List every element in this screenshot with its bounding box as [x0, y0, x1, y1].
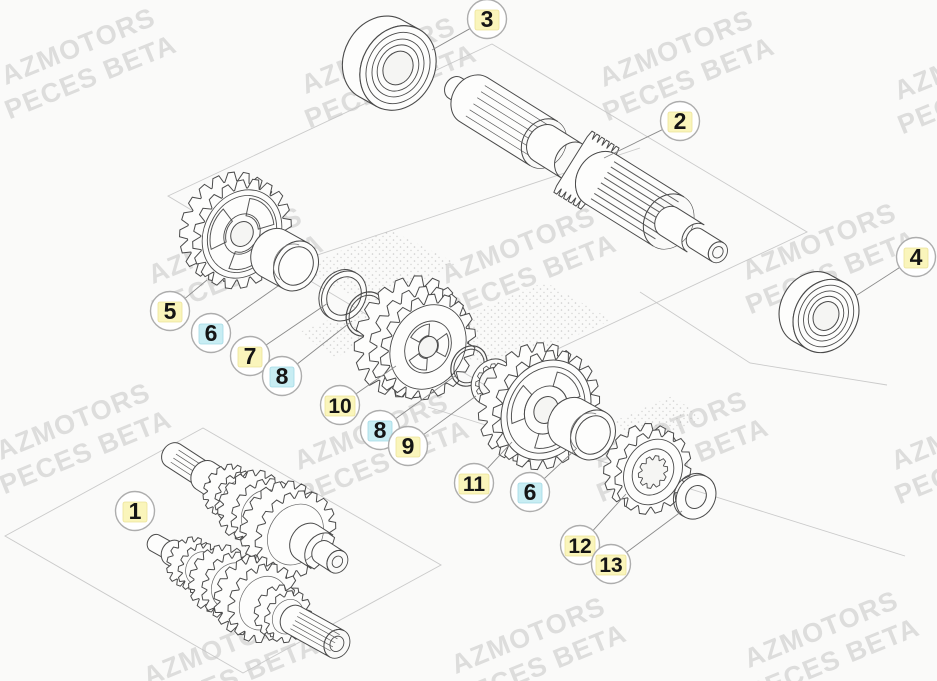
callout-8-snap-ring-8a[interactable]: 8	[261, 355, 303, 397]
callout-highlight	[595, 554, 627, 576]
callout-12-gear-12[interactable]: 12	[559, 524, 601, 566]
callout-number: 8	[276, 363, 289, 389]
callout-highlight	[367, 420, 393, 442]
callout-highlight	[269, 366, 295, 388]
callout-5-gear-5[interactable]: 5	[149, 290, 191, 332]
leader-line-4	[856, 267, 900, 296]
callout-highlight	[517, 482, 543, 504]
callout-number: 4	[910, 244, 923, 270]
callout-highlight	[324, 395, 356, 417]
callout-number: 6	[205, 320, 218, 346]
part-main-shaft[interactable]	[428, 52, 745, 287]
callout-6-bushing-6b[interactable]: 6	[509, 471, 551, 513]
callout-highlight	[122, 501, 148, 523]
callout-number: 9	[402, 433, 415, 459]
callout-13-washer-13[interactable]: 13	[590, 543, 632, 585]
leader-line-5	[185, 279, 208, 299]
callout-3-ball-bearing-upper[interactable]: 3	[466, 0, 508, 40]
leader-line-11	[487, 441, 513, 469]
callout-number: 7	[244, 343, 257, 369]
callout-highlight	[157, 301, 183, 323]
part-washer-13[interactable]	[666, 466, 724, 526]
callout-1-gearbox-assembly[interactable]: 1	[114, 490, 156, 532]
svg-text:AZMOTORS: AZMOTORS	[887, 387, 937, 476]
callout-number: 6	[524, 479, 537, 505]
parts-artwork	[129, 2, 871, 681]
callout-number: 12	[568, 535, 591, 558]
callout-highlight	[458, 473, 490, 495]
part-bushing-6b[interactable]	[539, 389, 624, 468]
part-snap-ring-8b[interactable]	[444, 339, 493, 391]
leader-line-8	[297, 320, 353, 364]
part-assembly-lower-shaft[interactable]	[129, 504, 368, 681]
part-bushing-6a[interactable]	[242, 220, 327, 299]
callout-2-main-shaft[interactable]: 2	[659, 100, 701, 142]
callout-7-washer-7[interactable]: 7	[229, 335, 271, 377]
callout-highlight	[564, 535, 596, 557]
svg-text:AZMOTORS: AZMOTORS	[890, 17, 937, 106]
callout-11-gear-11[interactable]: 11	[453, 462, 495, 504]
callout-highlight	[198, 323, 224, 345]
callout-highlight	[667, 111, 693, 133]
callout-number: 11	[463, 473, 486, 496]
part-ball-bearing-right[interactable]	[766, 260, 871, 364]
callout-4-ball-bearing-right[interactable]: 4	[895, 236, 937, 278]
callout-number: 5	[164, 298, 177, 324]
callout-highlight	[903, 247, 929, 269]
callout-9-lock-washer-9[interactable]: 9	[387, 425, 429, 467]
leader-line-7	[266, 302, 329, 346]
callout-highlight	[237, 346, 263, 368]
callout-number: 2	[674, 108, 687, 134]
leader-line-6	[227, 285, 279, 322]
leader-line-12	[593, 493, 627, 531]
callout-number: 13	[599, 554, 622, 577]
callout-number: 1	[129, 498, 142, 524]
leader-line-3	[431, 28, 470, 51]
part-ball-bearing-upper[interactable]	[328, 2, 451, 124]
callout-number: 8	[374, 417, 387, 443]
leader-line-2	[603, 129, 663, 159]
part-assembly-upper-shaft[interactable]	[139, 411, 371, 606]
callout-highlight	[474, 9, 500, 31]
leader-line-8	[395, 375, 456, 419]
callout-number: 3	[481, 6, 494, 32]
callout-6-bushing-6a[interactable]: 6	[190, 312, 232, 354]
leader-line-10	[356, 365, 397, 394]
callout-leaders	[185, 28, 900, 553]
leader-line-9	[423, 395, 477, 435]
callout-highlight	[395, 436, 421, 458]
leader-line-6	[544, 448, 577, 479]
leader-line-13	[626, 510, 683, 553]
part-gear-12[interactable]	[589, 410, 706, 528]
callout-number: 10	[328, 395, 351, 418]
callout-10-gear-10[interactable]: 10	[319, 384, 361, 426]
part-gear-10[interactable]	[333, 256, 498, 424]
